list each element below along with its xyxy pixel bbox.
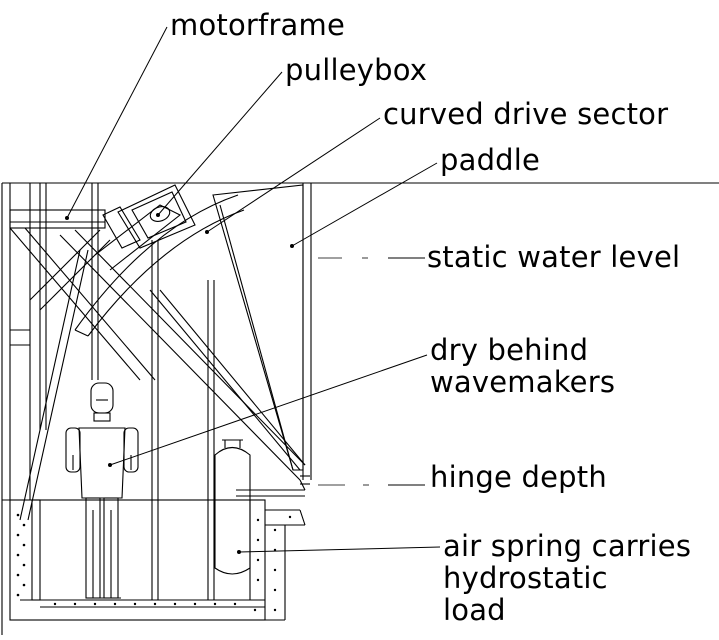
leader-dots xyxy=(65,213,294,554)
label-motorframe: motorframe xyxy=(170,8,346,42)
motor-assembly xyxy=(94,184,196,271)
leader-curved-drive-sector xyxy=(206,117,381,233)
leader-dry-behind xyxy=(109,354,428,466)
leader-air-spring xyxy=(238,546,441,553)
diagonal-braces xyxy=(9,227,306,521)
leader-motorframe xyxy=(66,26,168,219)
left-wall xyxy=(1,183,31,635)
air-spring-cylinder xyxy=(214,439,251,575)
human-figure xyxy=(65,382,139,599)
label-paddle: paddle xyxy=(440,143,541,177)
leader-lines xyxy=(66,26,441,553)
front-wall xyxy=(236,183,312,497)
label-air-spring-2: hydrostatic xyxy=(443,561,608,595)
foundation-rebar-dots xyxy=(16,513,292,612)
leader-paddle xyxy=(291,162,438,247)
label-curved-drive-sector: curved drive sector xyxy=(383,97,669,131)
label-dry-behind-2: wavemakers xyxy=(430,365,616,399)
label-hinge-depth: hinge depth xyxy=(430,460,607,494)
label-pulleybox: pulleybox xyxy=(285,53,428,87)
leader-pulleybox xyxy=(157,71,283,216)
label-air-spring-1: air spring carries xyxy=(443,529,692,563)
label-static-water-level: static water level xyxy=(427,240,681,274)
floor-foundation xyxy=(9,499,306,621)
label-air-spring-3: load xyxy=(443,593,506,627)
motorframe-beam xyxy=(9,209,106,229)
label-dry-behind-1: dry behind xyxy=(430,333,589,367)
